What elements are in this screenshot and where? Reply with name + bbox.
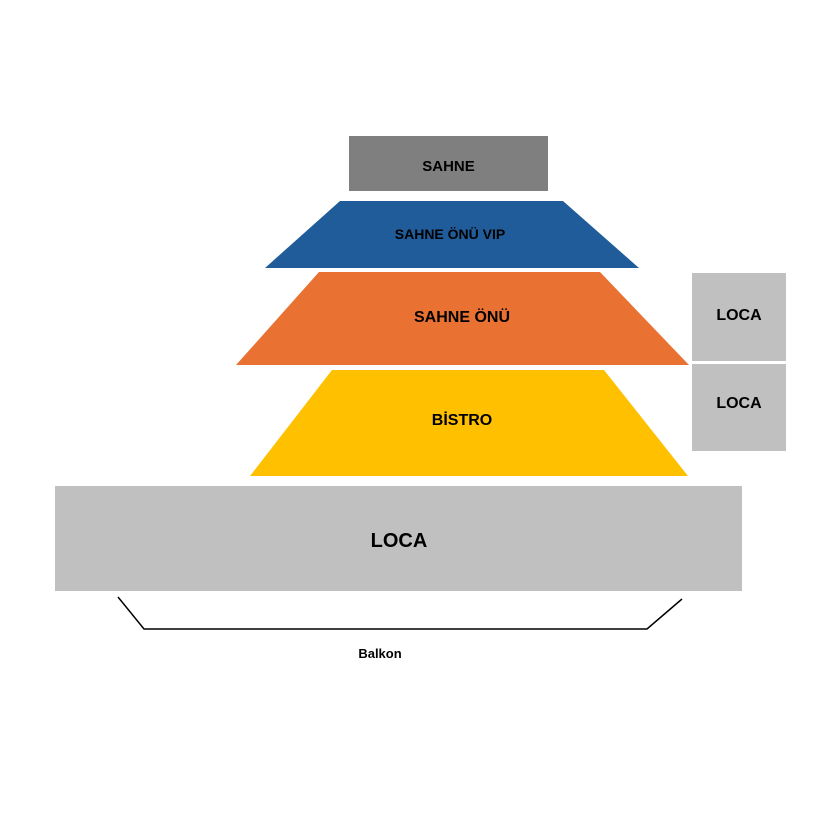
vip-section[interactable] <box>265 201 639 268</box>
front-stage-section-label: SAHNE ÖNÜ <box>414 307 510 326</box>
bistro-section-label: BİSTRO <box>432 411 492 429</box>
loca-box-middle[interactable] <box>692 364 786 451</box>
balcony-label: Balkon <box>358 646 401 661</box>
vip-section-label: SAHNE ÖNÜ VIP <box>395 226 505 242</box>
loca-box-top-label: LOCA <box>716 307 762 324</box>
loca-box-middle-label: LOCA <box>716 395 762 412</box>
stage-label: SAHNE <box>422 158 475 175</box>
front-stage-section[interactable] <box>236 272 689 365</box>
stage-block[interactable] <box>349 136 548 191</box>
loca-main-section-label: LOCA <box>371 530 428 552</box>
bistro-section[interactable] <box>250 370 688 476</box>
loca-box-top[interactable] <box>692 273 786 361</box>
balcony-bracket <box>117 596 683 630</box>
loca-main-section[interactable] <box>55 486 742 591</box>
